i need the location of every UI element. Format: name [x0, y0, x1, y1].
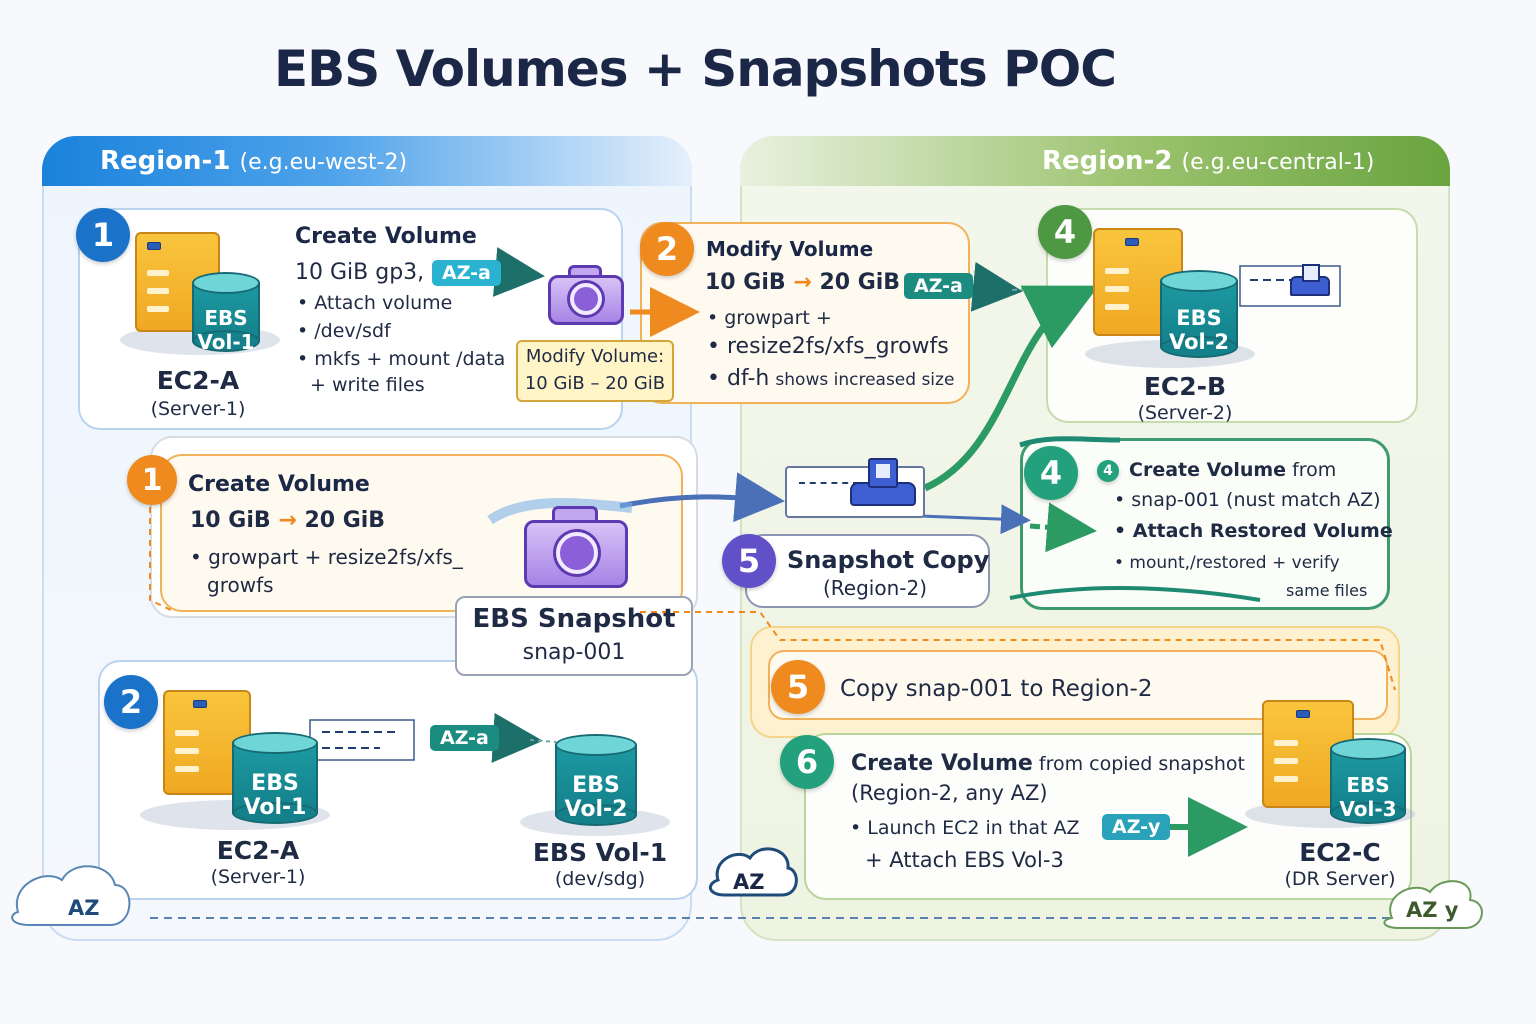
step-1-line1: 10 GiB gp3, [295, 260, 425, 285]
az-tag-bottom: AZ-a [430, 725, 499, 751]
az-cloud-left-icon [11, 865, 131, 926]
step-5-badge: 5 [771, 660, 825, 714]
arrow-right-icon: → [278, 508, 297, 533]
az-tag-step6: AZ-y [1102, 814, 1171, 840]
arrow-copy-restore [919, 504, 1031, 535]
step-4-small-badge: 4 [1097, 460, 1119, 482]
step-1-bullet: + write files [310, 374, 425, 396]
az-cloud-right-icon [1383, 880, 1483, 929]
ec2-a-label: EC2-A [156, 366, 240, 395]
snapshot-copy-sub: (Region-2) [822, 576, 927, 600]
restore-heading-bold: Create Volume [1129, 459, 1287, 481]
arrow-snapshot-copy [619, 472, 785, 523]
az-cloud-middle-icon [708, 847, 798, 897]
arrow-restore-dash [1029, 502, 1097, 553]
step-6-bullet-1: • Launch EC2 in that AZ [850, 817, 1080, 839]
step-1-bullet: • mkfs + mount /data [297, 348, 506, 370]
size-to: 20 GiB [819, 270, 901, 295]
region-2-header [740, 136, 1450, 186]
step-1-mid-size: 10 GiB → 20 GiB [190, 508, 385, 533]
step-6-heading-bold: Create Volume [851, 751, 1033, 776]
az-cloud-right-label: AZ y [1406, 898, 1459, 922]
step-5-copy-badge: 5 [722, 534, 776, 588]
step-4-restore-heading: Create Volume from [1129, 459, 1336, 481]
az-tag-step2: AZ-a [904, 273, 973, 299]
ebs-vol-bottom-sub: (dev/sdg) [554, 868, 646, 890]
mid-size-to: 20 GiB [304, 508, 386, 533]
ec2-a-bottom-sub: (Server-1) [210, 866, 306, 888]
region-1-sub: (e.g.eu-west-2) [239, 150, 408, 175]
region-2-label: Region-2 (e.g.eu-central-1) [1042, 146, 1374, 176]
step-2-bullet: • resize2fs/xfs_growfs [707, 334, 949, 359]
restore-bullet: • mount,/restored + verify [1114, 553, 1340, 573]
snapshot-copy-title: Snapshot Copy [787, 546, 990, 574]
arrow-right-icon: → [793, 270, 812, 295]
step-1-mid-bullet: growfs [207, 573, 274, 597]
step-2-badge: 2 [640, 222, 694, 276]
ec2-a-bottom-label: EC2-A [216, 836, 300, 865]
snapshot-copy-card [745, 534, 990, 608]
size-from: 10 GiB [705, 270, 786, 295]
step-1-badge: 1 [76, 208, 130, 262]
ec2-a-sub: (Server-1) [150, 398, 246, 420]
step-5-text: Copy snap-001 to Region-2 [840, 676, 1153, 702]
ec2-c-sub: (DR Server) [1284, 868, 1396, 890]
restore-bullet: • Attach Restored Volume [1114, 520, 1393, 542]
step-2-bullet-3: • df-h shows increased size [707, 366, 954, 391]
step-2-size-change: 10 GiB → 20 GiB [705, 270, 900, 295]
step-2-bottom-badge: 2 [104, 675, 158, 729]
region-1-label: Region-1 (e.g.eu-west-2) [100, 146, 407, 176]
restore-bullet: same files [1286, 581, 1368, 600]
region-2-sub: (e.g.eu-central-1) [1181, 150, 1375, 175]
step-6-bullet-2: + Attach EBS Vol-3 [865, 848, 1064, 872]
snapshot-card [455, 596, 693, 676]
arrow-az-a-bottom [491, 712, 543, 763]
step-1-bullet: • /dev/sdf [297, 320, 391, 342]
camera-icon [548, 265, 624, 325]
step-6-heading: Create Volume from copied snapshot [851, 751, 1245, 776]
region-2-name: Region-2 [1042, 146, 1173, 176]
az-cloud-left-label: AZ [68, 896, 100, 920]
step-2-heading: Modify Volume [706, 237, 874, 261]
step-1-mid-bullet: • growpart + resize2fs/xfs_ [190, 545, 463, 569]
ec2-c-label: EC2-C [1299, 838, 1381, 867]
restore-heading-tail: from [1292, 459, 1337, 481]
step-1-heading: Create Volume [295, 224, 477, 249]
region-1-name: Region-1 [100, 146, 231, 176]
mid-size-from: 10 GiB [190, 508, 271, 533]
ebs-vol-bottom-label: EBS Vol-1 [532, 838, 668, 867]
step-2-bullet-tail: shows increased size [775, 370, 955, 390]
step-6-line2: (Region-2, any AZ) [851, 781, 1048, 805]
az-tag-step1: AZ-a [432, 260, 501, 286]
note-line-2: 10 GiB – 20 GiB [524, 373, 666, 394]
region-1-header [42, 136, 692, 186]
step-1-bullet: • Attach volume [297, 292, 453, 314]
modify-volume-note: Modify Volume: 10 GiB – 20 GiB [516, 340, 674, 402]
arrow-restore-up [923, 285, 1099, 492]
snapshot-title: EBS Snapshot [472, 604, 676, 634]
ec2-b-label: EC2-B [1143, 372, 1227, 401]
page-title: EBS Volumes + Snapshots POC [274, 40, 1117, 98]
note-line-1: Modify Volume: [525, 346, 665, 367]
step-1-mid-heading: Create Volume [188, 472, 370, 497]
step-4-restore-badge: 4 [1024, 446, 1078, 500]
snapshot-id: snap-001 [522, 640, 626, 665]
step-6-badge: 6 [780, 735, 834, 789]
step-6-heading-tail: from copied snapshot [1038, 753, 1246, 775]
step-4-badge: 4 [1038, 205, 1092, 259]
step-1-mid-badge: 1 [127, 455, 177, 505]
step-2-bullet: • growpart + [707, 307, 832, 329]
snapshot-camera-icon [524, 506, 628, 588]
step-2-bullet-cmd: • df-h [707, 366, 770, 391]
restore-bullet: • snap-001 (nust match AZ) [1114, 489, 1381, 511]
ec2-b-sub: (Server-2) [1137, 402, 1233, 424]
az-cloud-middle-label: AZ [733, 870, 765, 894]
